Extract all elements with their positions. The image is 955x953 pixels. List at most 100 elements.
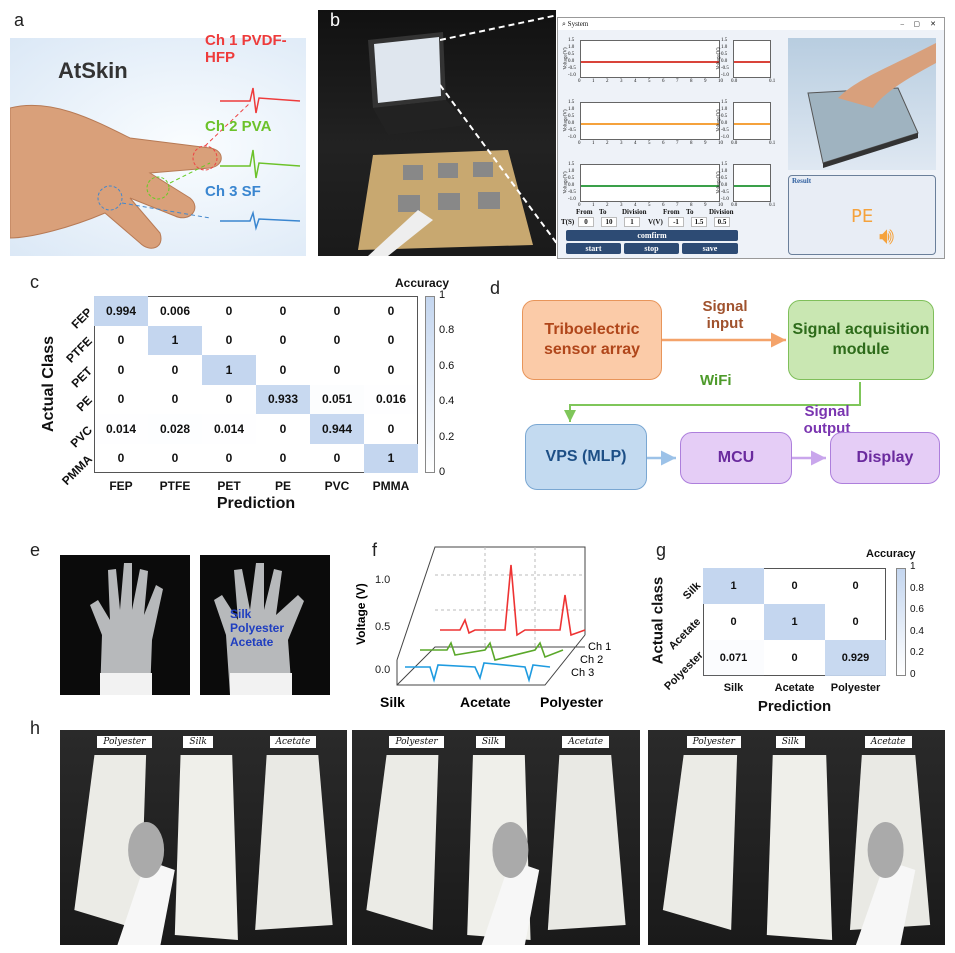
y-tick: -0.5 (568, 128, 576, 133)
range-header: To (599, 208, 607, 216)
v-range-label: V(V) (648, 218, 663, 226)
glove-label-polyester: Polyester (230, 621, 285, 635)
result-value: PE (851, 206, 874, 227)
y-tick: 1.5 (721, 38, 728, 43)
matrix-cell-r4-c5: 0 (387, 421, 395, 436)
y-tick: -0.5 (568, 66, 576, 71)
matrix-cell-r2-c2: 0.929 (825, 640, 886, 676)
matrix-cell-r3-c1: 0 (171, 392, 179, 407)
channel-1-label: Ch 1 PVDF-HFP (205, 32, 287, 66)
colorbar-tick: 0 (439, 466, 446, 478)
voltage-plot-ch3-small (733, 164, 771, 202)
y-axis-label: Voltage(V) (563, 47, 569, 70)
zoom-connector-lines (440, 14, 559, 246)
matrix-cell-r0-c3: 0 (279, 303, 287, 318)
tag-acetate: Acetate (864, 736, 912, 748)
y-ticks: 1.00.50.0 (375, 574, 390, 676)
matrix-cell-r0-c1: 0 (791, 580, 798, 592)
v-range-input[interactable]: 0.5 (714, 217, 730, 227)
y-tick: 1.0 (568, 45, 575, 50)
legend-ch3: Ch 3 (571, 667, 594, 679)
matrix-cell-r4-c3: 0 (279, 421, 287, 436)
hand-illustration (10, 87, 301, 249)
panel-f-label: f (372, 540, 378, 560)
trace-line (581, 61, 719, 63)
glove-label-silk: Silk (230, 607, 252, 621)
matrix-frame (703, 568, 886, 676)
x-tick-label: PE (274, 479, 291, 493)
tag-polyester: Polyester (97, 736, 152, 748)
window-titlebar: ⌕ System – ▢ ✕ (558, 18, 944, 30)
y-axis-label: Voltage(V) (563, 109, 569, 132)
v-range-input[interactable]: 1.5 (691, 217, 707, 227)
y-tick: 1.5 (568, 162, 575, 167)
x-tick: 2 (606, 141, 609, 146)
matrix-cell-r4-c4: 0.944 (310, 414, 364, 444)
v-range-input[interactable]: -1 (668, 217, 684, 227)
y-tick: 0.0 (568, 183, 575, 188)
t-range-input[interactable]: 0 (578, 217, 594, 227)
colorbar-tick: 0.4 (439, 395, 455, 408)
colorbar-tick: 0.8 (910, 582, 924, 594)
save-button[interactable]: save (682, 243, 738, 254)
confirm-button[interactable]: comfirm (566, 230, 738, 241)
flow-arrows (564, 332, 861, 466)
x-tick: 10 (718, 79, 723, 84)
panel-e-label: e (30, 540, 41, 560)
ytick-0.5: 0.5 (375, 621, 390, 633)
matrix-cell-r1-c5: 0 (387, 333, 395, 348)
y-tick-label: Silk (680, 579, 704, 603)
panel-h-label: h (30, 718, 41, 738)
y-tick: 1.5 (721, 100, 728, 105)
signal-acquisition-module-box: Signal acquisition module (788, 300, 934, 380)
voltage-plot-ch1-small (733, 40, 771, 78)
mcu-box: MCU (680, 432, 792, 484)
t-range-input[interactable]: 1 (624, 217, 640, 227)
colorbar-tick: 1 (439, 289, 446, 301)
close-icon[interactable]: ✕ (930, 20, 936, 28)
voltage-plot-ch2-main (580, 102, 720, 140)
ytick-0.0: 0.0 (375, 664, 390, 676)
glove-photo-labeled: Silk Polyester Acetate (200, 555, 330, 695)
matrix-cell-r2-c3: 0 (279, 362, 287, 377)
laptop-scene (358, 32, 533, 256)
result-panel: Result PE 🔊︎ (788, 175, 936, 255)
x-tick: 4 (634, 141, 637, 146)
y-tick: 1.5 (568, 38, 575, 43)
matrix-cell-r4-c0: 0.014 (105, 421, 137, 436)
x-tick: 9 (704, 79, 707, 84)
channel-3-label: Ch 3 SF (205, 183, 261, 200)
x-tick: 3 (620, 79, 623, 84)
t-range-input[interactable]: 10 (601, 217, 617, 227)
range-header: To (686, 208, 694, 216)
x-tick: 5 (648, 79, 651, 84)
y-tick: -1.0 (721, 73, 729, 78)
result-label: Result (792, 177, 812, 185)
matrix-cell-r0-c1: 0.006 (159, 303, 191, 318)
y-tick: 0.5 (721, 176, 728, 181)
x-axis-title: Prediction (757, 698, 832, 715)
matrix-cell-r3-c3: 0.933 (256, 384, 310, 414)
matrix-cell-r3-c4: 0.051 (310, 384, 364, 414)
tag-silk: Silk (183, 736, 213, 748)
start-button[interactable]: start (566, 243, 621, 254)
x-tick: 10 (718, 141, 723, 146)
x-tick-label: Silk (723, 682, 744, 694)
matrix-cell-r5-c1: 0 (171, 451, 179, 466)
trace-line (581, 185, 719, 187)
y-tick: -1.0 (568, 73, 576, 78)
series-ch1 (440, 564, 586, 637)
colorbar (896, 568, 906, 676)
x-tick: 1 (592, 203, 595, 208)
y-axis-label: Voltage(V) (563, 171, 569, 194)
minimize-icon[interactable]: – (900, 20, 905, 28)
3d-hand-view (788, 38, 936, 170)
matrix-cell-r5-c2: 0 (225, 451, 233, 466)
maximize-icon[interactable]: ▢ (913, 20, 920, 28)
y-tick: 0.5 (721, 114, 728, 119)
stop-button[interactable]: stop (624, 243, 679, 254)
colorbar-title: Accuracy (395, 276, 450, 290)
matrix-cell-r5-c5: 1 (364, 443, 418, 473)
matrix-cell-r1-c4: 0 (333, 333, 341, 348)
